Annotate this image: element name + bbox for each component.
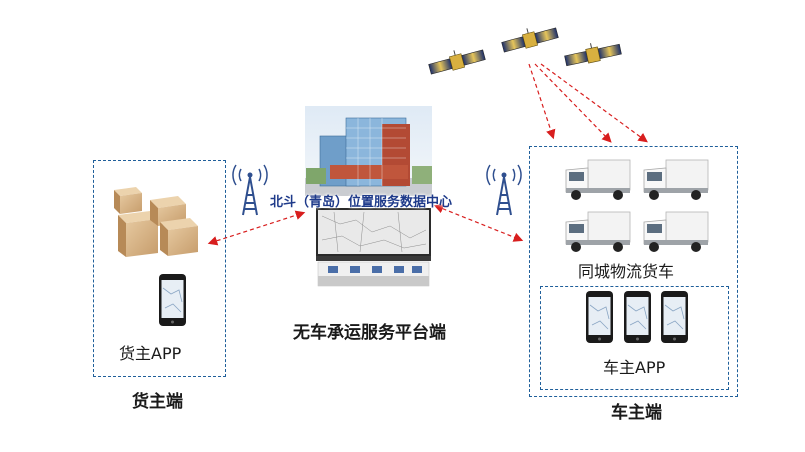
carrier-phone-3-icon <box>661 291 688 343</box>
antenna-left-icon <box>232 164 268 216</box>
satellite-1-icon <box>428 49 486 75</box>
shipper-side-label: 货主端 <box>132 392 183 412</box>
platform-title: 无车承运服务平台端 <box>293 323 446 343</box>
satellite-2-icon <box>501 27 559 53</box>
satellite-signal-arrows <box>528 63 648 143</box>
data-center-label: 北斗（青岛）位置服务数据中心 <box>270 195 453 210</box>
cargo-boxes-icon <box>114 187 198 257</box>
fleet-label: 同城物流货车 <box>578 262 675 281</box>
carrier-side-label: 车主端 <box>611 403 662 423</box>
truck-2-icon <box>643 159 709 200</box>
truck-1-icon <box>565 159 631 200</box>
carrier-frame <box>529 146 738 397</box>
shipper-platform-arrow <box>207 210 306 246</box>
shipper-phone-icon <box>159 274 186 326</box>
carrier-app-frame <box>540 286 729 390</box>
satellite-3-icon <box>564 43 622 67</box>
truck-4-icon <box>643 211 709 252</box>
carrier-phone-2-icon <box>624 291 651 343</box>
carrier-phone-1-icon <box>586 291 613 343</box>
antenna-right-icon <box>486 164 522 216</box>
truck-3-icon <box>565 211 631 252</box>
carrier-app-label: 车主APP <box>603 358 666 377</box>
monitoring-wall-icon <box>316 208 431 287</box>
shipper-app-label: 货主APP <box>119 344 182 363</box>
data-center-building-icon <box>305 106 432 196</box>
platform-carrier-arrow <box>433 204 524 242</box>
shipper-frame <box>93 160 226 377</box>
